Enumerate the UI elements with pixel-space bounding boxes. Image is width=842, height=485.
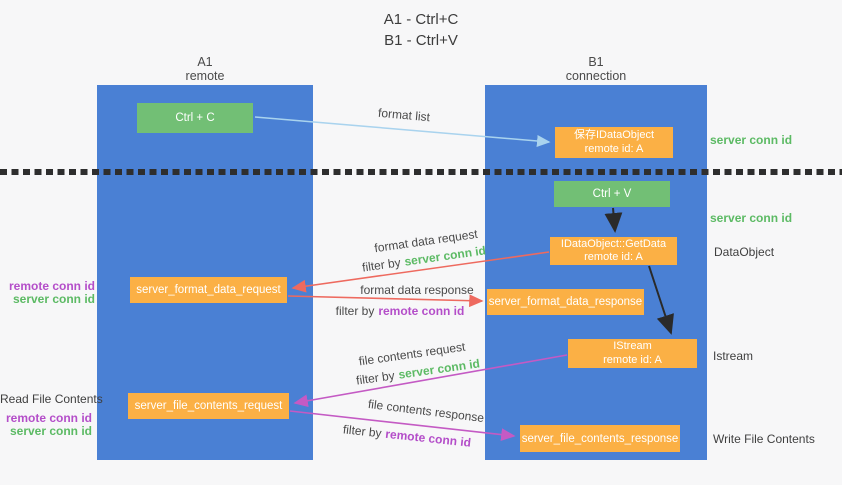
column-b1-name: B1: [588, 55, 604, 69]
title-line-a1: A1 - Ctrl+C: [383, 11, 459, 28]
column-b1-subtitle: connection: [565, 69, 627, 83]
column-header-b1: B1 connection: [485, 55, 707, 83]
label-file-contents-response: file contents response: [367, 396, 485, 426]
annotation-server-conn-id-upper: server conn id: [12, 292, 95, 306]
column-header-a1: A1 remote: [97, 55, 313, 83]
remote-conn-id-text: remote conn id: [378, 304, 465, 318]
annotation-remote-conn-id-upper: remote conn id: [8, 279, 95, 293]
node-ctrl-v: Ctrl + V: [554, 181, 670, 207]
node-server-file-contents-response: server_file_contents_response: [520, 425, 680, 452]
node-istream-line2: remote id: A: [603, 353, 662, 366]
annotation-write-file-contents: Write File Contents: [713, 432, 815, 446]
annotation-read-file-contents: Read File Contents: [0, 392, 103, 406]
annotation-istream: Istream: [713, 349, 754, 363]
node-server-format-data-request: server_format_data_request: [130, 277, 287, 303]
node-save-dataobject: 保存IDataObject remote id: A: [555, 127, 673, 158]
node-getdata-line2: remote id: A: [584, 251, 643, 263]
node-server-file-contents-request: server_file_contents_request: [128, 393, 289, 419]
column-a1-subtitle: remote: [185, 69, 225, 83]
annotation-dataobject: DataObject: [714, 245, 775, 259]
annotation-server-conn-id-mid: server conn id: [710, 211, 793, 225]
node-save-dataobject-line2: remote id: A: [584, 142, 644, 155]
annotation-server-conn-id-top: server conn id: [710, 133, 793, 147]
filter-by-text: filter by: [335, 304, 375, 318]
node-istream: IStream remote id: A: [568, 339, 697, 368]
node-save-dataobject-line1: 保存IDataObject: [573, 129, 655, 141]
node-ctrl-c: Ctrl + C: [137, 103, 253, 133]
title-line-b1: B1 - Ctrl+V: [384, 32, 458, 49]
column-a1-name: A1: [197, 55, 213, 69]
node-getdata-line1: IDataObject::GetData: [560, 237, 667, 250]
filter-by-text: filter by: [355, 368, 396, 388]
annotation-server-conn-id-lower: server conn id: [9, 424, 92, 438]
node-getdata: IDataObject::GetData remote id: A: [550, 237, 677, 265]
annotation-remote-conn-id-lower: remote conn id: [5, 411, 92, 425]
node-istream-line1: IStream: [613, 340, 652, 352]
diagram-title: A1 - Ctrl+C B1 - Ctrl+V: [0, 9, 842, 51]
filter-by-text: filter by: [361, 255, 402, 275]
label-format-data-response: format data response: [360, 283, 474, 297]
node-server-format-data-response: server_format_data_response: [487, 289, 644, 315]
label-format-list: format list: [377, 105, 431, 125]
remote-conn-id-text: remote conn id: [384, 426, 472, 450]
filter-by-text: filter by: [342, 422, 383, 441]
